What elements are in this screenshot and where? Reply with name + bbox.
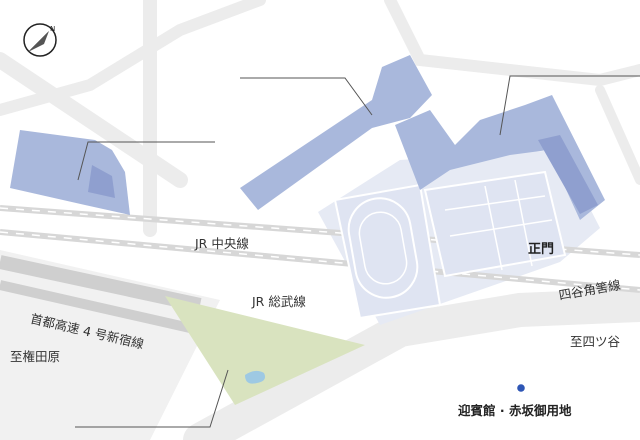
road-east-top	[384, 0, 640, 87]
pond	[245, 370, 266, 384]
leader-lines	[75, 75, 640, 428]
road-sotobori	[183, 288, 640, 440]
svg-text:N: N	[50, 25, 55, 33]
label-geihinkan: 迎賓館 · 赤坂御用地	[458, 403, 572, 418]
leader-main-building	[240, 77, 373, 116]
leader-stadium	[77, 141, 215, 181]
main-building-east-wing	[395, 95, 605, 220]
sports-fields	[333, 170, 567, 320]
buildings	[10, 55, 605, 220]
north-compass-icon: N	[23, 23, 57, 57]
dot-marker-icon	[517, 384, 525, 392]
running-track	[347, 197, 419, 299]
expressway-lane-2	[0, 280, 192, 333]
park-area	[165, 296, 365, 405]
main-building-annex	[538, 135, 598, 214]
park	[165, 296, 365, 405]
leader-east-building	[499, 75, 640, 136]
label-jr-chuo: JR 中央線	[195, 236, 249, 251]
road-west-curve	[0, 0, 266, 116]
label-jr-sobu: JR 総武線	[252, 294, 306, 309]
label-to-yotsuya: 至四ツ谷	[570, 334, 621, 349]
label-main-gate: 正門	[528, 242, 555, 257]
road-east-right	[595, 85, 640, 185]
main-building-west-wing	[240, 55, 432, 210]
label-to-gondawara: 至権田原	[10, 349, 61, 364]
leader-park	[75, 369, 229, 428]
stadium-roof	[88, 165, 115, 198]
